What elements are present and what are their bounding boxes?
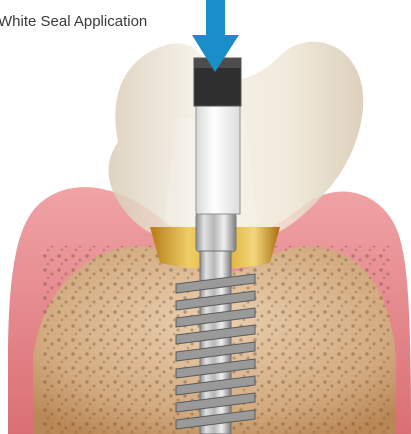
white-seal-insert xyxy=(196,106,240,214)
abutment-body xyxy=(196,213,236,252)
